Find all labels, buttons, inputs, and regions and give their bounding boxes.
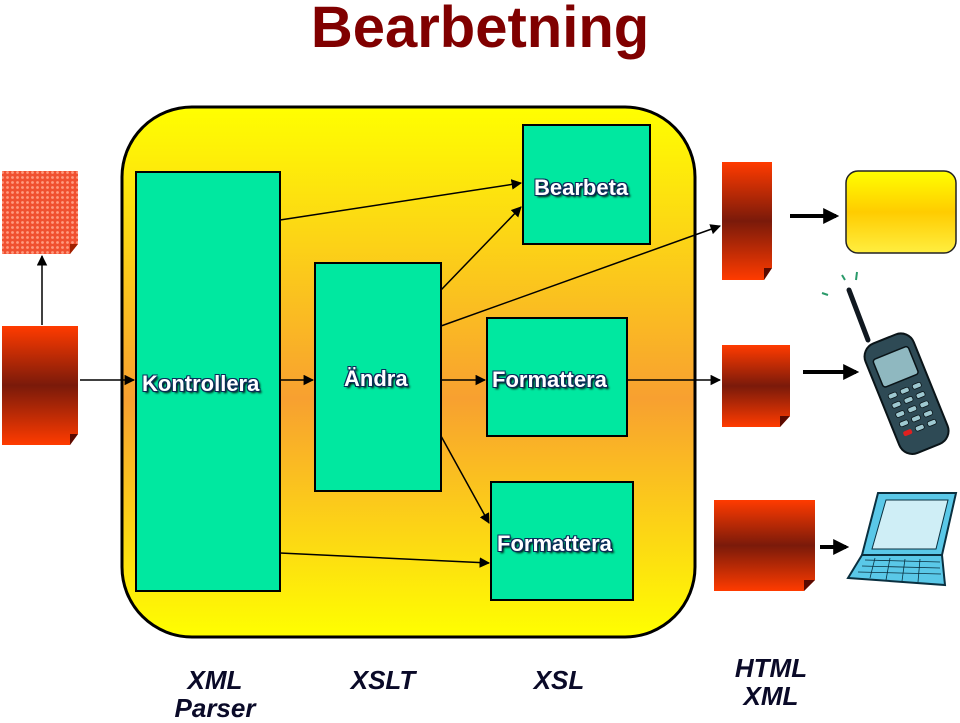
andra-box — [314, 262, 442, 492]
xml-parser-line2: Parser — [174, 693, 256, 723]
bearbeta-box — [522, 124, 651, 245]
html-xml-line1: HTML — [734, 653, 808, 683]
bearbeta-label: Bearbeta — [534, 175, 629, 200]
cellphone-icon — [821, 271, 950, 455]
xml-parser-label: XML Parser — [150, 666, 280, 722]
arrow-kontrollera-to-formattera-bottom — [279, 552, 491, 568]
formattera-bottom-box — [490, 481, 634, 601]
html-xml-line2: XML — [743, 681, 799, 711]
output-document-icon-middle — [722, 345, 790, 427]
kontrollera-label: Kontrollera — [142, 371, 260, 396]
screen-icon — [845, 170, 957, 254]
andra-label: Ändra — [344, 366, 408, 391]
output-document-icon-bottom — [714, 500, 815, 591]
laptop-icon — [846, 492, 958, 587]
input-document-icon — [2, 326, 78, 445]
formattera-top-box — [486, 317, 628, 437]
error-document-icon — [2, 171, 78, 254]
page-title: Bearbetning — [310, 0, 650, 60]
xslt-label: XSLT — [350, 665, 416, 695]
arrow-andra-to-output-top — [440, 224, 721, 327]
xml-parser-line1: XML — [187, 665, 243, 695]
html-xml-label: HTML XML — [705, 654, 837, 710]
arrow-kontrollera-to-bearbeta — [279, 179, 523, 221]
formattera-bottom-label: Formattera — [497, 531, 612, 556]
kontrollera-box — [135, 171, 281, 592]
xsl-label: XSL — [533, 665, 585, 695]
arrow-andra-to-formattera-bottom — [440, 435, 490, 524]
output-document-icon-top — [722, 162, 772, 280]
arrow-andra-to-bearbeta — [440, 206, 522, 291]
formattera-top-label: Formattera — [492, 367, 607, 392]
